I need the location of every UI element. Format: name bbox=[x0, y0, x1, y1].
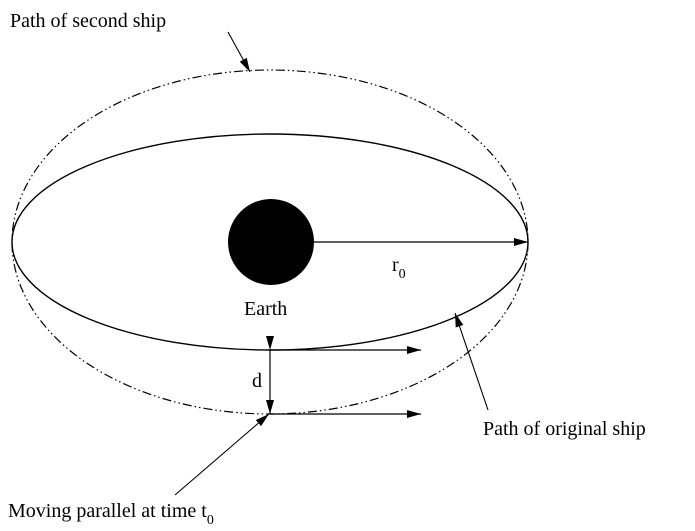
earth-disc bbox=[228, 199, 314, 285]
moving-parallel-pointer bbox=[174, 413, 270, 496]
radius-label: r0 bbox=[392, 254, 406, 282]
moving-parallel-label: Moving parallel at time t0 bbox=[8, 500, 214, 528]
earth-label: Earth bbox=[244, 298, 287, 320]
distance-label: d bbox=[252, 370, 262, 392]
original-ship-path-pointer bbox=[454, 312, 489, 411]
second-ship-path-label: Path of second ship bbox=[10, 10, 166, 32]
second-ship-path-pointer bbox=[227, 31, 251, 73]
original-ship-path-label: Path of original ship bbox=[483, 418, 646, 440]
